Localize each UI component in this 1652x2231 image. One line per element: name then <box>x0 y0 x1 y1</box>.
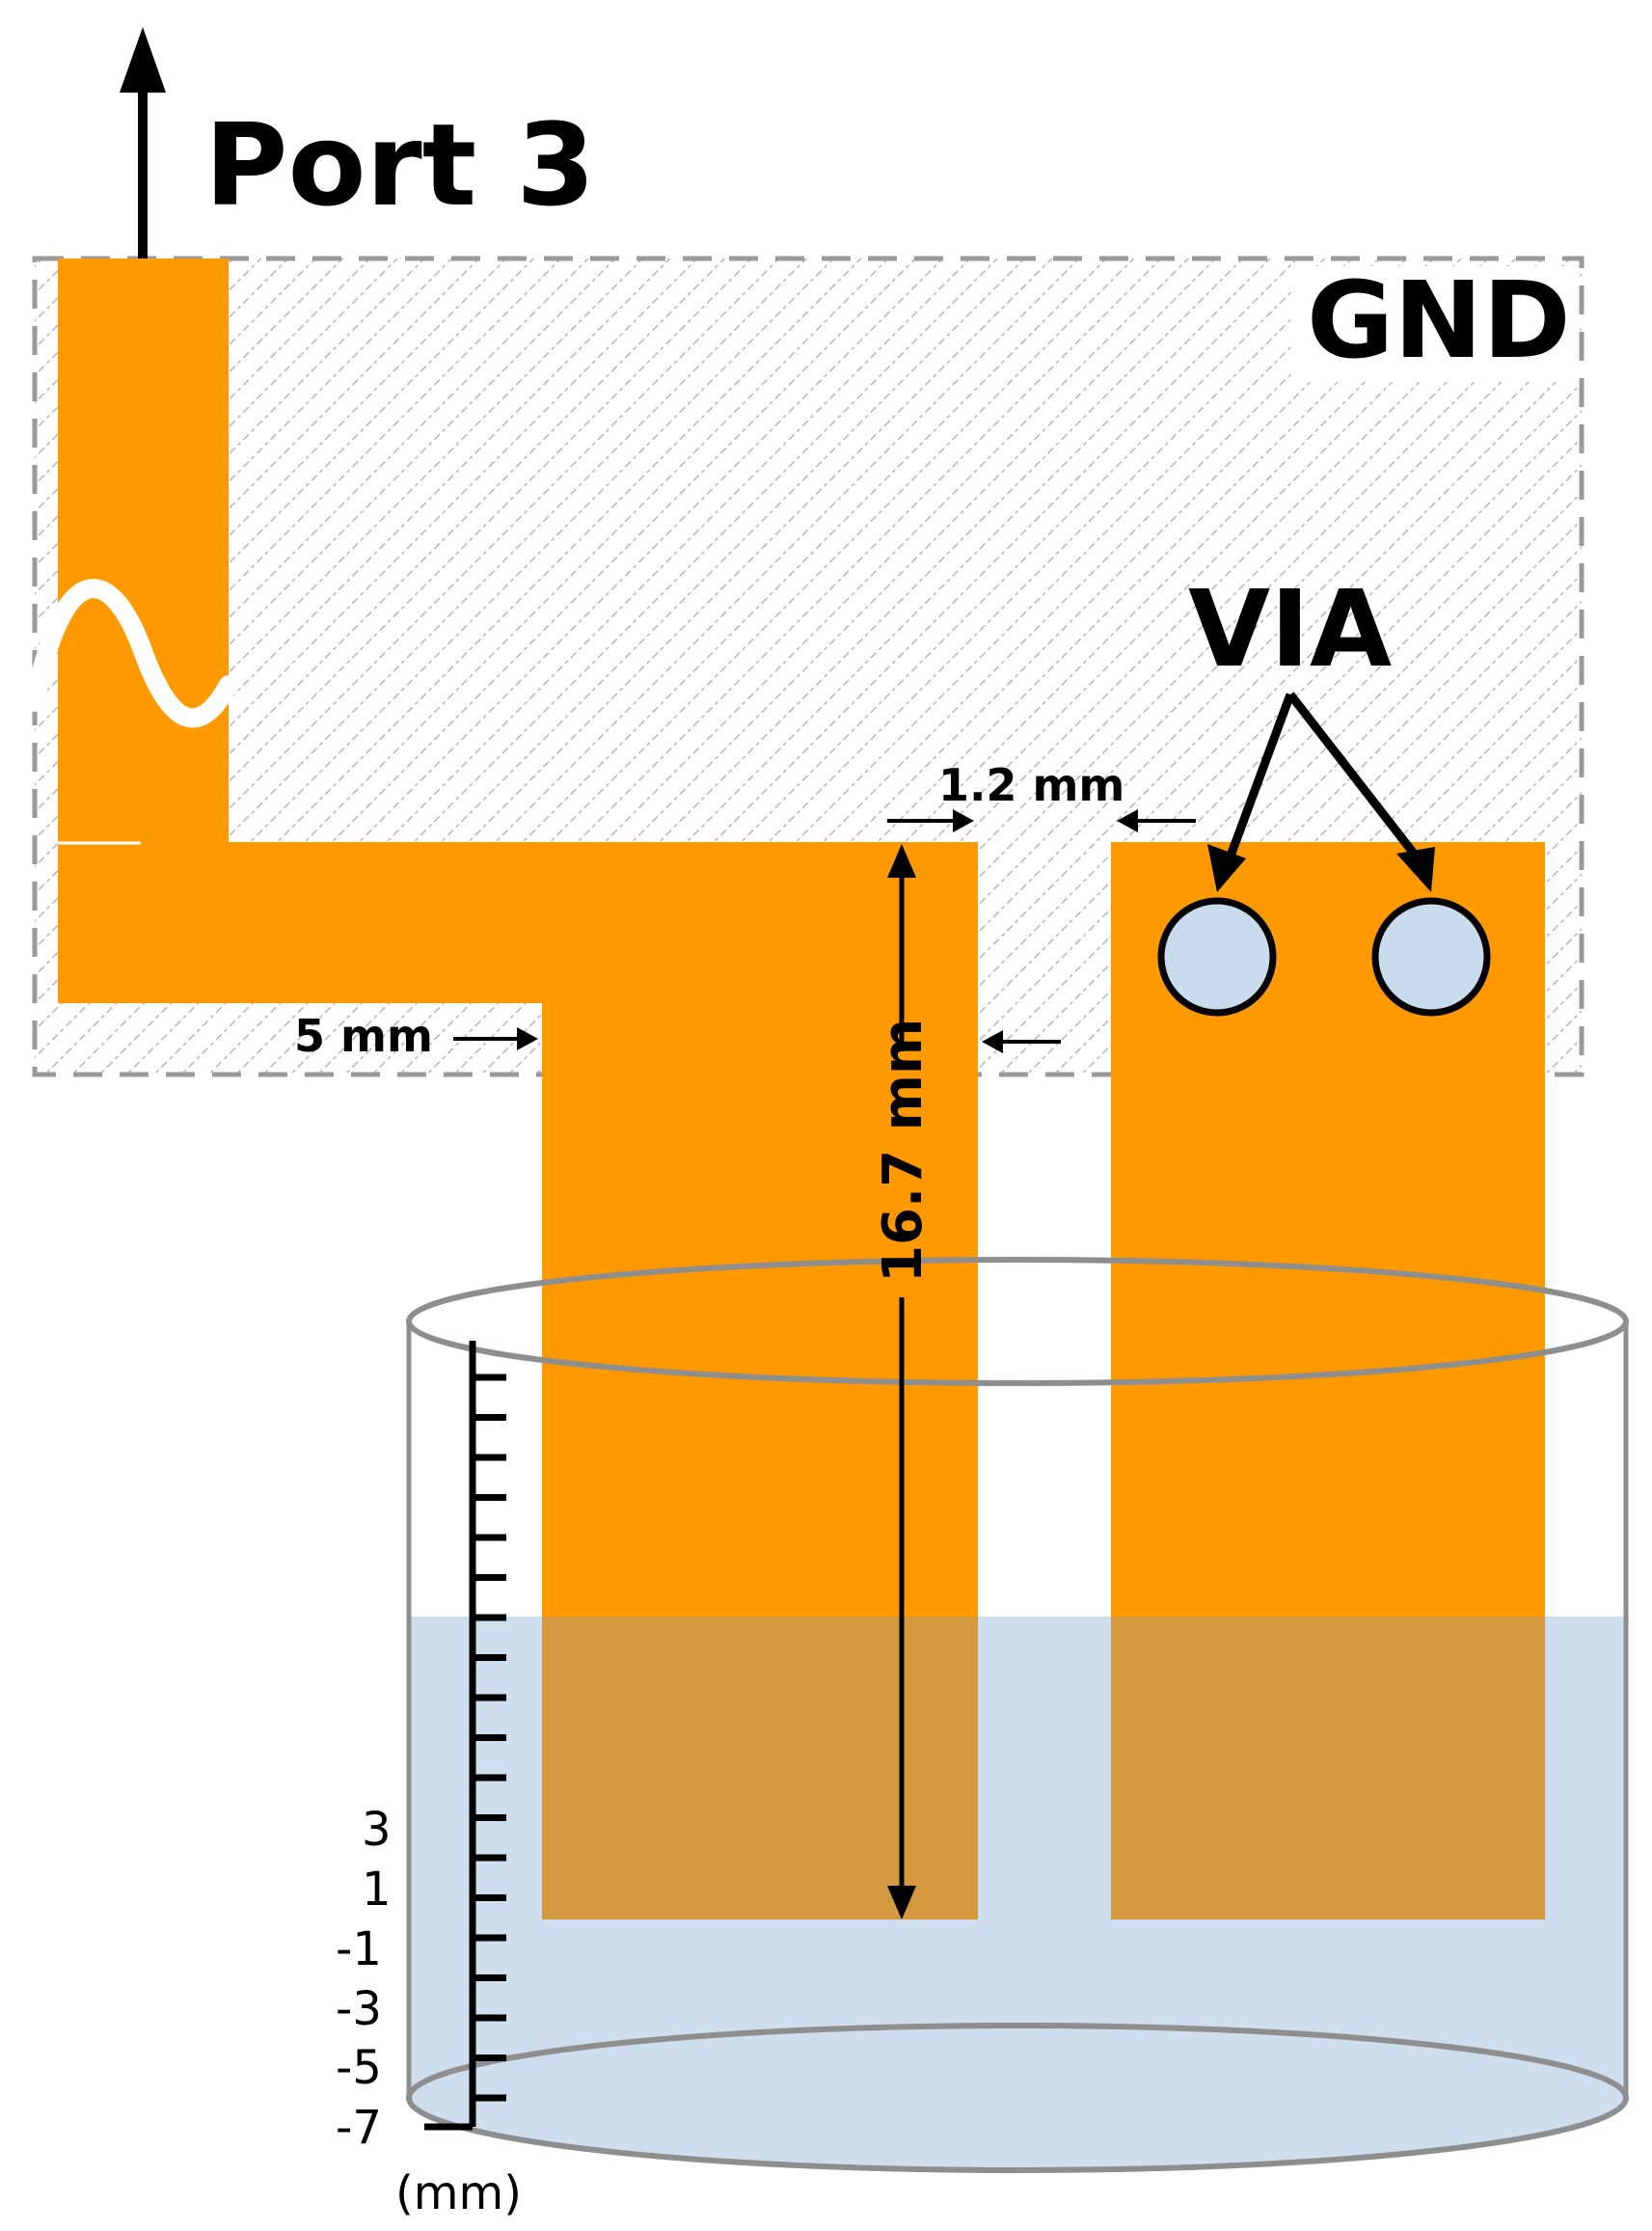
gnd-label: GND <box>1307 258 1571 382</box>
arm-length-label: 16.7 mm <box>872 1019 934 1283</box>
right-arm-submerged <box>1111 1617 1545 1919</box>
depth-ruler <box>424 1341 506 2131</box>
via-circle-1 <box>1157 897 1277 1017</box>
ruler-tick-label: -3 <box>336 1982 382 2036</box>
feed-offset-label: 5 mm <box>294 1010 433 1062</box>
via-circle-2 <box>1371 897 1491 1017</box>
feed-line <box>58 258 229 849</box>
left-arm-submerged <box>542 1617 978 1919</box>
ac-source-icon <box>25 579 238 728</box>
ruler-ticks <box>473 1374 506 2102</box>
ruler-unit-label: (mm) <box>395 2166 522 2220</box>
port-arrow <box>120 27 166 258</box>
copper-antenna <box>58 258 1545 1919</box>
arm-length-dimension <box>887 844 916 1919</box>
ruler-tick-label: 3 <box>362 1803 392 1857</box>
via-label: VIA <box>1188 567 1392 691</box>
container-bottom <box>406 2023 1629 2173</box>
container-rim <box>406 1257 1629 1386</box>
via-pointer-arrows <box>1207 692 1435 892</box>
gnd-label-background <box>1292 266 1578 382</box>
vias <box>1157 897 1491 1017</box>
ruler-tick-label: -1 <box>336 1922 382 1976</box>
ruler-tick-labels: 3 1 -1 -3 -5 -7 <box>336 1803 392 2155</box>
gap-width-arrows <box>887 809 1196 1053</box>
feed-offset-arrow <box>453 1027 538 1050</box>
ruler-tick-label: 1 <box>362 1863 392 1917</box>
ruler-tick-label: -7 <box>336 2101 382 2155</box>
port-label: Port 3 <box>204 98 595 231</box>
ruler-tick-label: -5 <box>336 2041 382 2095</box>
gap-width-label: 1.2 mm <box>938 759 1124 811</box>
